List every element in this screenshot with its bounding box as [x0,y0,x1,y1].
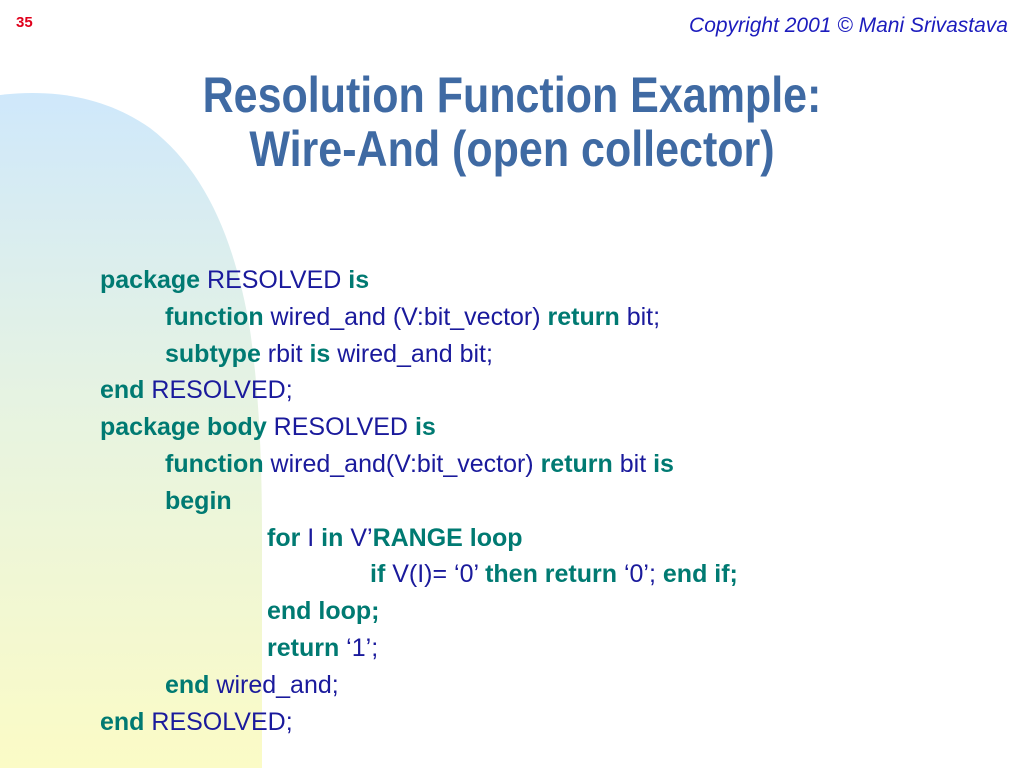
keyword: return [547,302,620,331]
code-text: V’ [343,523,373,552]
code-text: wired_and (V:bit_vector) [263,302,548,331]
title-line-1: Resolution Function Example: [202,67,822,123]
code-text: bit [612,449,654,478]
code-text: RESOLVED; [144,376,293,405]
code-listing: package RESOLVED is function wired_and (… [100,262,738,740]
code-line-7: begin [100,483,738,520]
slide-title: Resolution Function Example: Wire-And (o… [72,68,953,176]
code-text: I [300,523,322,552]
keyword: for [267,523,301,552]
keyword: if [370,560,386,589]
title-line-2: Wire-And (open collector) [249,121,775,177]
code-line-2: function wired_and (V:bit_vector) return… [100,299,738,336]
code-line-11: return ‘1’; [100,630,738,667]
keyword: end loop; [267,597,380,626]
code-line-9: if V(I)= ‘0’ then return ‘0’; end if; [100,556,738,593]
keyword: package body [100,413,267,442]
code-text: RESOLVED [200,266,349,294]
keyword: end [100,376,145,405]
code-text: wired_and bit; [330,339,493,368]
code-text: ‘1’; [339,633,379,662]
keyword: is [348,266,370,294]
code-text: RESOLVED; [144,707,293,736]
code-text: V(I)= ‘0’ [385,560,486,589]
keyword: is [653,449,674,478]
slide-number: 35 [16,14,33,31]
keyword: return [540,449,613,478]
code-text: rbit [260,339,310,368]
code-line-12: end wired_and; [100,667,738,704]
code-line-6: function wired_and(V:bit_vector) return … [100,446,738,483]
keyword: RANGE loop [372,523,523,552]
code-line-5: package body RESOLVED is [100,409,738,446]
copyright-notice: Copyright 2001 © Mani Srivastava [689,14,1008,37]
code-line-13: end RESOLVED; [100,704,738,741]
keyword: subtype [165,339,261,368]
code-line-10: end loop; [100,593,738,630]
keyword: end if; [662,560,738,589]
keyword: function [165,302,264,331]
code-text: wired_and(V:bit_vector) [263,449,541,478]
keyword: end [100,707,145,736]
keyword: is [309,339,331,368]
code-line-8: for I in V’RANGE loop [100,520,738,557]
code-text: ‘0’; [617,560,663,589]
keyword: in [321,523,344,552]
code-text: bit; [619,302,661,331]
keyword: begin [165,486,232,515]
keyword: package [100,266,201,294]
keyword: return [267,633,340,662]
code-text: wired_and; [209,670,339,699]
keyword: function [165,449,264,478]
keyword: is [414,413,436,442]
keyword: then return [485,560,618,589]
keyword: end [165,670,210,699]
code-line-4: end RESOLVED; [100,372,738,409]
code-text: RESOLVED [266,413,415,442]
code-line-1: package RESOLVED is [100,262,738,299]
code-line-3: subtype rbit is wired_and bit; [100,336,738,373]
